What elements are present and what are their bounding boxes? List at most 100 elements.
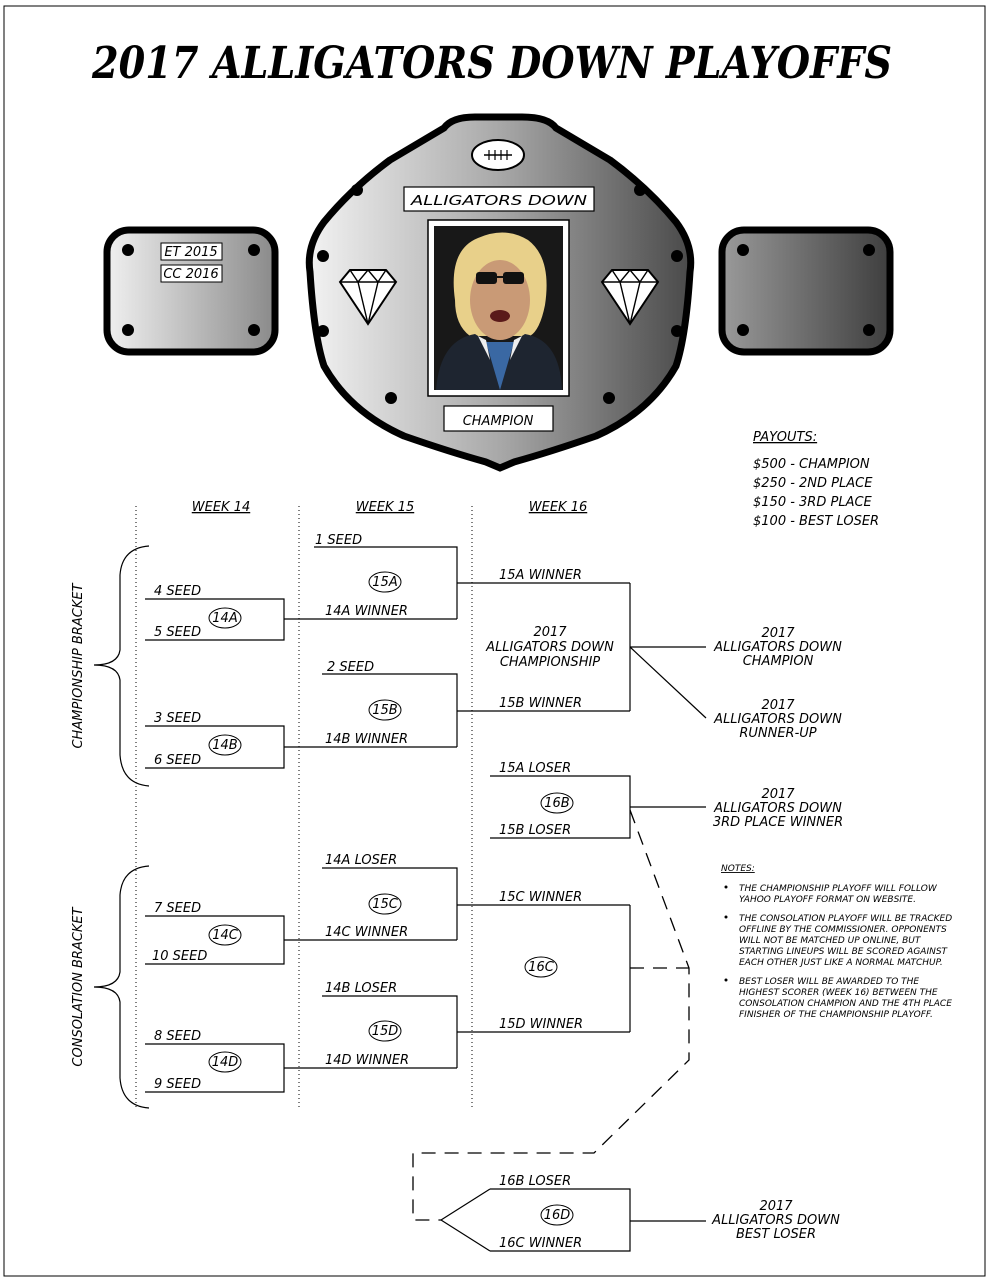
slot-label: 15B LOSER	[499, 823, 571, 838]
slot-label: 14B LOSER	[325, 981, 397, 996]
notes: NOTES: THE CHAMPIONSHIP PLAYOFF WILL FOL…	[721, 864, 952, 1020]
slot-label: 7 SEED	[154, 901, 201, 916]
game-badge-16b: 16B	[540, 792, 574, 814]
game-badge-14a: 14A	[208, 607, 242, 629]
svg-text:ALLIGATORS DOWN: ALLIGATORS DOWN	[713, 801, 842, 816]
belt-plate-line-2: CC 2016	[163, 267, 218, 282]
svg-text:14D: 14D	[212, 1055, 239, 1070]
payout-item: $250 - 2ND PLACE	[753, 476, 873, 491]
outcome-best-loser: 2017 ALLIGATORS DOWN BEST LOSER	[711, 1199, 840, 1242]
svg-text:RUNNER-UP: RUNNER-UP	[739, 726, 816, 741]
championship-belt: ET 2015 CC 2016 ALLIGATORS DOWN	[103, 113, 894, 472]
svg-text:15B: 15B	[372, 703, 398, 718]
week-header: WEEK 15	[356, 500, 414, 515]
svg-text:ALLIGATORS DOWN: ALLIGATORS DOWN	[713, 712, 842, 727]
slot-label: 15A LOSER	[499, 761, 571, 776]
svg-text:CHAMPION: CHAMPION	[743, 654, 814, 669]
slot-label: 8 SEED	[154, 1029, 201, 1044]
payouts-heading: PAYOUTS:	[753, 430, 817, 445]
slot-label: 14A WINNER	[325, 604, 408, 619]
svg-text:STARTING LINEUPS WILL BE SCORE: STARTING LINEUPS WILL BE SCORED AGAINST	[739, 947, 949, 957]
svg-text:15A: 15A	[372, 575, 397, 590]
svg-text:16B: 16B	[544, 796, 570, 811]
dashed-connectors	[412, 809, 690, 1221]
game-badge-16c: 16C	[524, 956, 558, 978]
bracket-lines	[145, 546, 707, 1252]
svg-text:CHAMPIONSHIP: CHAMPIONSHIP	[500, 655, 600, 670]
notes-heading: NOTES:	[721, 864, 755, 874]
belt-left-plate	[103, 226, 279, 356]
championship-brace	[93, 545, 150, 787]
slot-label: 6 SEED	[154, 753, 201, 768]
game-badge-15a: 15A	[368, 571, 402, 593]
svg-text:2017: 2017	[761, 626, 795, 641]
svg-text:BEST LOSER: BEST LOSER	[736, 1227, 816, 1242]
belt-plate-line-1: ET 2015	[164, 245, 217, 260]
slot-label: 5 SEED	[154, 625, 201, 640]
svg-text:15C: 15C	[372, 897, 399, 912]
svg-text:ALLIGATORS DOWN: ALLIGATORS DOWN	[713, 640, 842, 655]
svg-text:EACH OTHER JUST LIKE A NORMAL: EACH OTHER JUST LIKE A NORMAL MATCHUP.	[739, 958, 943, 968]
diamond-icon	[338, 268, 398, 326]
payouts: PAYOUTS: $500 - CHAMPION $250 - 2ND PLAC…	[753, 430, 879, 529]
slot-label: 9 SEED	[154, 1077, 201, 1092]
champion-portrait	[427, 219, 570, 397]
outcome-runner-up: 2017 ALLIGATORS DOWN RUNNER-UP	[713, 698, 842, 741]
svg-text:15D: 15D	[372, 1024, 399, 1039]
slot-label: 3 SEED	[154, 711, 201, 726]
svg-text:16C: 16C	[528, 960, 555, 975]
payout-item: $100 - BEST LOSER	[753, 514, 879, 529]
slot-label: 14B WINNER	[325, 732, 408, 747]
belt-banner: ALLIGATORS DOWN	[410, 194, 588, 209]
payout-item: $500 - CHAMPION	[753, 457, 870, 472]
game-badge-16d: 16D	[540, 1204, 574, 1226]
outcome-third-place: 2017 ALLIGATORS DOWN 3RD PLACE WINNER	[713, 787, 843, 830]
outcome-champion: 2017 ALLIGATORS DOWN CHAMPION	[713, 626, 842, 669]
game-badge-14d: 14D	[208, 1051, 242, 1073]
slot-label: 16C WINNER	[499, 1236, 582, 1251]
game-badge-15b: 15B	[368, 699, 402, 721]
svg-text:ALLIGATORS DOWN: ALLIGATORS DOWN	[485, 640, 614, 655]
svg-text:2017: 2017	[761, 698, 795, 713]
slot-label: 10 SEED	[152, 949, 207, 964]
svg-text:THE CONSOLATION PLAYOFF WILL B: THE CONSOLATION PLAYOFF WILL BE TRACKED	[739, 914, 952, 924]
game-badge-15d: 15D	[368, 1020, 402, 1042]
bracket-label: CHAMPIONSHIP BRACKET	[71, 582, 86, 748]
svg-text:14C: 14C	[212, 928, 239, 943]
belt-right-plate	[718, 226, 894, 356]
week-header: WEEK 16	[529, 500, 587, 515]
svg-text:FINISHER OF THE CHAMPIONSHIP P: FINISHER OF THE CHAMPIONSHIP PLAYOFF.	[739, 1010, 933, 1020]
svg-text:2017: 2017	[533, 625, 567, 640]
slot-label: 4 SEED	[154, 584, 201, 599]
svg-text:2017: 2017	[761, 787, 795, 802]
svg-text:3RD PLACE WINNER: 3RD PLACE WINNER	[713, 815, 843, 830]
svg-text:BEST LOSER WILL BE AWARDED TO: BEST LOSER WILL BE AWARDED TO THE	[739, 977, 919, 987]
slot-label: 14D WINNER	[325, 1053, 409, 1068]
football-icon	[471, 139, 525, 171]
week-header: WEEK 14	[192, 500, 250, 515]
consolation-brace	[93, 865, 150, 1109]
svg-text:ALLIGATORS DOWN: ALLIGATORS DOWN	[711, 1213, 840, 1228]
svg-text:16D: 16D	[544, 1208, 571, 1223]
slot-label: 14C WINNER	[325, 925, 408, 940]
svg-text:14B: 14B	[212, 738, 238, 753]
payout-item: $150 - 3RD PLACE	[753, 495, 873, 510]
diamond-icon	[600, 268, 660, 326]
slot-label: 15A WINNER	[499, 568, 582, 583]
slot-label: 15D WINNER	[499, 1017, 583, 1032]
slot-label: 15C WINNER	[499, 890, 582, 905]
svg-text:WILL NOT BE MATCHED UP ONLINE,: WILL NOT BE MATCHED UP ONLINE, BUT	[739, 936, 922, 946]
page-title: 2017 ALLIGATORS DOWN PLAYOFFS	[91, 38, 892, 89]
svg-text:2017: 2017	[759, 1199, 793, 1214]
slot-label: 1 SEED	[315, 533, 362, 548]
slot-label: 2 SEED	[327, 660, 374, 675]
game-badge-14c: 14C	[208, 924, 242, 946]
belt-caption: CHAMPION	[463, 414, 534, 429]
svg-text:CONSOLATION CHAMPION AND THE 4: CONSOLATION CHAMPION AND THE 4TH PLACE	[739, 999, 952, 1009]
bracket-label: CONSOLATION BRACKET	[71, 906, 86, 1066]
slot-label: 16B LOSER	[499, 1174, 571, 1189]
svg-text:THE CHAMPIONSHIP PLAYOFF WILL: THE CHAMPIONSHIP PLAYOFF WILL FOLLOW	[739, 884, 938, 894]
championship-game-label: 2017 ALLIGATORS DOWN CHAMPIONSHIP	[485, 625, 614, 670]
slot-label: 15B WINNER	[499, 696, 582, 711]
